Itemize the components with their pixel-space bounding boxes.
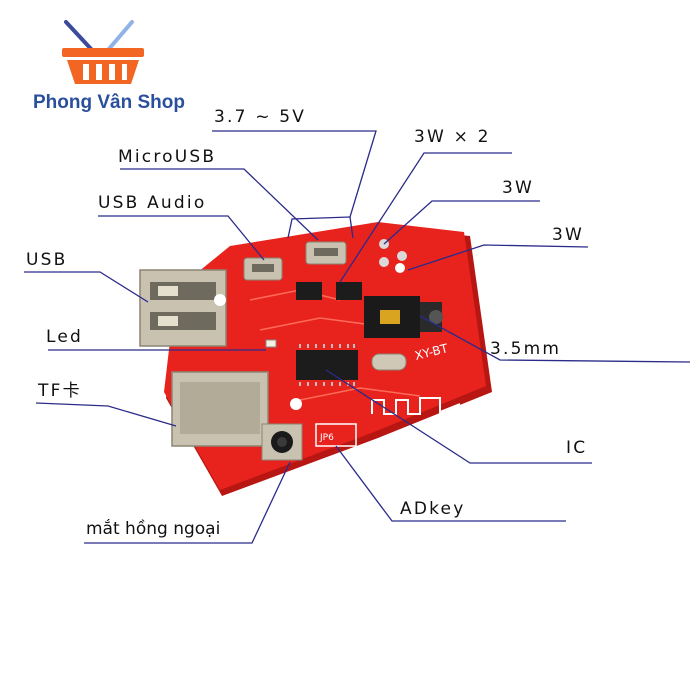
label-voltage: 3.7 ~ 5V <box>214 107 306 127</box>
label-speaker-right: 3W <box>502 178 534 198</box>
mounting-hole <box>290 398 302 410</box>
label-speaker-left: 3W <box>552 225 584 245</box>
label-usb: USB <box>26 250 68 270</box>
label-ic: IC <box>566 438 587 458</box>
tf-card-slot <box>171 371 269 447</box>
antenna-trace <box>371 397 461 415</box>
callout-labels: 3.7 ~ 5V MicroUSB USB Audio USB 3W × 2 3… <box>26 107 587 539</box>
main-ic <box>296 344 358 386</box>
crystal-oscillator <box>371 353 407 371</box>
shop-logo: Phong Vân Shop <box>33 20 185 113</box>
ir-receiver <box>261 423 303 461</box>
audio-jack <box>364 296 443 338</box>
label-tf-card: TF卡 <box>37 381 82 401</box>
label-usb-audio: USB Audio <box>98 193 206 213</box>
mounting-hole <box>395 263 405 273</box>
amp-chip-right <box>336 282 362 300</box>
pad-label: JP6 <box>319 433 334 443</box>
pcb-board: XY-BT JP6 <box>139 222 492 496</box>
micro-usb-port-right <box>305 241 347 265</box>
mounting-hole <box>214 294 226 306</box>
leader-lines <box>24 130 691 544</box>
micro-usb-port-left <box>243 257 283 281</box>
usb-a-port <box>139 269 227 347</box>
amp-chip-left <box>296 282 322 300</box>
shopping-basket-icon <box>62 20 144 84</box>
label-led: Led <box>46 327 83 347</box>
shop-name: Phong Vân Shop <box>33 92 185 113</box>
label-micro-usb: MicroUSB <box>118 147 216 167</box>
speaker-pad-left-a <box>397 251 407 261</box>
speaker-pad-right-b <box>379 257 389 267</box>
label-jack: 3.5mm <box>490 339 561 359</box>
led <box>265 339 277 348</box>
label-amp-power: 3W × 2 <box>414 127 491 147</box>
label-adkey: ADkey <box>400 499 465 519</box>
label-ir-receiver: mắt hồng ngoại <box>86 518 220 539</box>
